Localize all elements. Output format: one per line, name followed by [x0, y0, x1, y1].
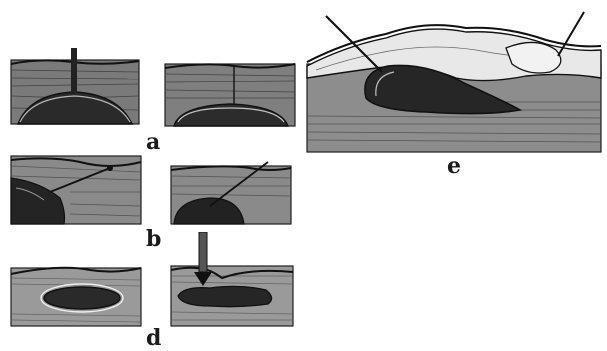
panel-label-b: b [146, 228, 161, 250]
panel-a-left [10, 48, 140, 126]
abscess-cavity [178, 286, 272, 306]
panel-b-right [170, 160, 292, 226]
abscess-cavity [44, 287, 120, 309]
panel-d-right [170, 232, 294, 328]
panel-label-a: a [146, 131, 160, 153]
panel-b-left [10, 148, 142, 226]
panel-a-right [164, 58, 296, 128]
panel-e [306, 6, 602, 154]
drain-shaft [199, 232, 207, 272]
panel-label-e: e [447, 155, 461, 177]
panel-d-left [10, 262, 142, 328]
panel-label-d: d [146, 327, 161, 349]
needle-instrument [71, 48, 77, 94]
